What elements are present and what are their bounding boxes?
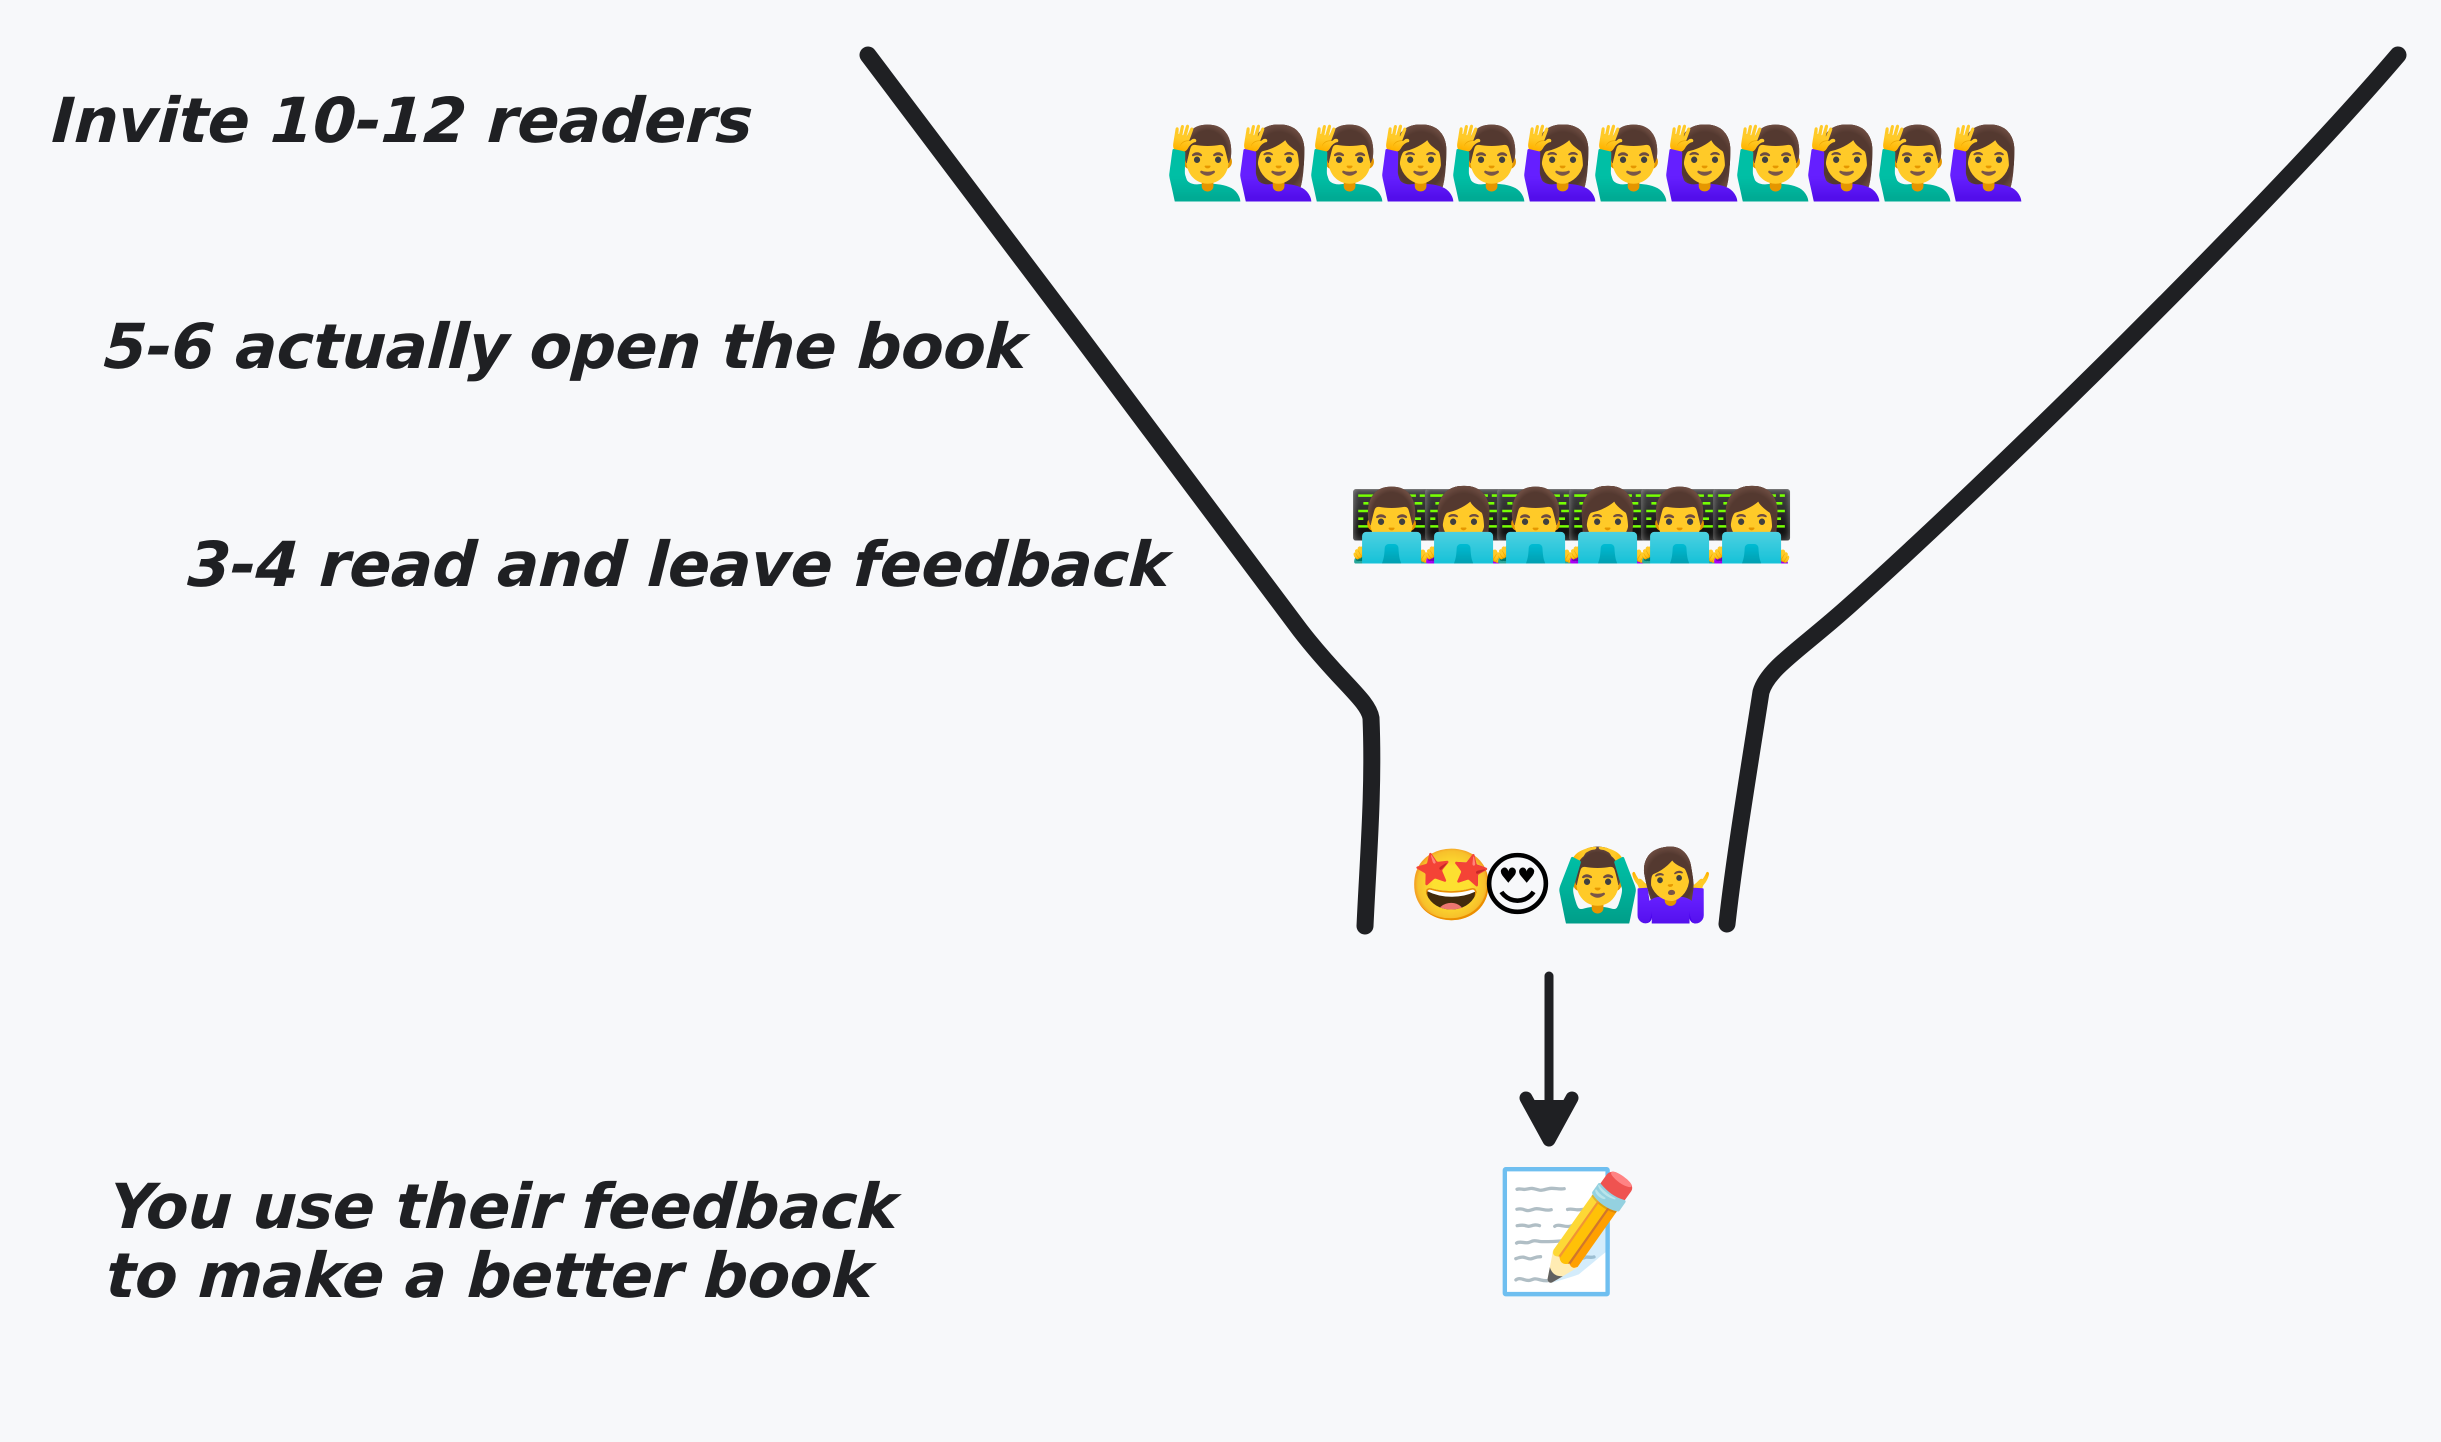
stage-icons-feedback: 🤩 😍 🙆‍♂️ 🤷‍♀️ xyxy=(1408,844,1715,926)
memo-icon: 📝 xyxy=(1494,1162,1641,1300)
heart-eyes-icon: 😍 xyxy=(1481,844,1554,926)
person-raising-hand-icon-3: 🙋‍♂️ xyxy=(1306,122,1394,204)
technologist-icon-6: 👩‍💻 xyxy=(1708,484,1796,566)
stage-label-feedback: 3-4 read and leave feedback xyxy=(186,528,1172,601)
stage-icons-invited: 🙋‍♂️ 🙋‍♀️ 🙋‍♂️ 🙋‍♀️ 🙋‍♂️ 🙋‍♀️ 🙋‍♂️ 🙋‍♀️ … xyxy=(1164,122,2033,204)
person-raising-hand-icon-5: 🙋‍♂️ xyxy=(1448,122,1536,204)
technologist-icon-4: 👩‍💻 xyxy=(1564,484,1652,566)
stage-label-invited: Invite 10-12 readers xyxy=(50,84,755,157)
person-raising-hand-icon-10: 🙋‍♀️ xyxy=(1803,122,1891,204)
person-gesturing-ok-icon: 🙆‍♂️ xyxy=(1554,844,1642,926)
person-shrugging-icon: 🤷‍♀️ xyxy=(1627,844,1715,926)
person-raising-hand-icon-11: 🙋‍♂️ xyxy=(1874,122,1962,204)
person-raising-hand-icon-12: 🙋‍♀️ xyxy=(1945,122,2033,204)
outcome-label-line-2: to make a better book xyxy=(104,1239,875,1313)
down-arrow xyxy=(1519,971,1579,1147)
person-raising-hand-icon-2: 🙋‍♀️ xyxy=(1235,122,1323,204)
technologist-icon-3: 👨‍💻 xyxy=(1492,484,1580,566)
stage-label-opened: 5-6 actually open the book xyxy=(102,310,1029,383)
person-raising-hand-icon-1: 🙋‍♂️ xyxy=(1164,122,1252,204)
technologist-icon-1: 👨‍💻 xyxy=(1348,484,1436,566)
outcome-label-line-1: You use their feedback xyxy=(107,1170,900,1243)
person-raising-hand-icon-7: 🙋‍♂️ xyxy=(1590,122,1678,204)
technologist-icon-5: 👨‍💻 xyxy=(1636,484,1724,566)
outcome-label: You use their feedback to make a better … xyxy=(104,1170,900,1313)
person-raising-hand-icon-8: 🙋‍♀️ xyxy=(1661,122,1749,204)
stage-icons-opened: 👨‍💻 👩‍💻 👨‍💻 👩‍💻 👨‍💻 👩‍💻 xyxy=(1348,484,1796,566)
person-raising-hand-icon-9: 🙋‍♂️ xyxy=(1732,122,1820,204)
star-struck-icon: 🤩 xyxy=(1408,844,1496,926)
technologist-icon-2: 👩‍💻 xyxy=(1420,484,1508,566)
person-raising-hand-icon-4: 🙋‍♀️ xyxy=(1377,122,1465,204)
person-raising-hand-icon-6: 🙋‍♀️ xyxy=(1519,122,1607,204)
